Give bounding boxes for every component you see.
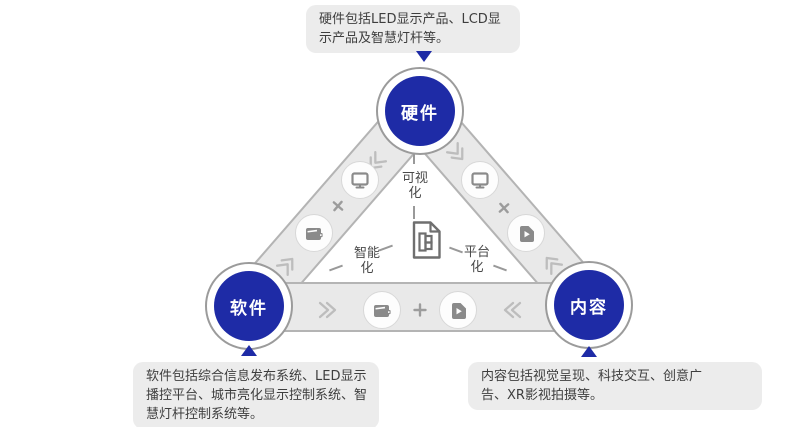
node-software-label: 软件 bbox=[214, 271, 284, 341]
dash-line bbox=[413, 206, 415, 219]
triangle-edge-software-content bbox=[239, 282, 599, 332]
node-content: 内容 bbox=[545, 261, 633, 349]
plus-icon bbox=[411, 301, 429, 319]
dash-line bbox=[413, 151, 415, 164]
node-software: 软件 bbox=[205, 262, 293, 350]
label-intelligence: 智能 化 bbox=[353, 246, 380, 276]
callout-software-line: 播控平台、城市亮化显示控制系统、智 bbox=[146, 388, 368, 403]
plus-icon bbox=[491, 195, 516, 220]
chevron-left-icon bbox=[501, 298, 525, 322]
callout-hardware-line: 硬件包括LED显示产品、LCD显 bbox=[319, 12, 501, 27]
monitor-icon bbox=[461, 161, 499, 199]
arrow-up-icon bbox=[581, 346, 597, 357]
document-blocks-icon bbox=[402, 217, 448, 263]
callout-software-line: 软件包括综合信息发布系统、LED显示 bbox=[146, 369, 367, 384]
chevron-right-icon bbox=[315, 298, 339, 322]
briefcase-icon bbox=[295, 214, 333, 252]
plus-icon bbox=[325, 193, 350, 218]
media-file-icon bbox=[439, 291, 477, 329]
node-hardware-label: 硬件 bbox=[385, 76, 455, 146]
chevron-up-left-icon bbox=[535, 247, 569, 281]
callout-content-line: 告、XR影视拍摄等。 bbox=[481, 388, 603, 403]
briefcase-icon bbox=[363, 291, 401, 329]
media-file-icon bbox=[507, 214, 545, 252]
monitor-icon bbox=[341, 161, 379, 199]
callout-software-line: 慧灯杆控制系统等。 bbox=[146, 407, 264, 422]
callout-software: 软件包括综合信息发布系统、LED显示 播控平台、城市亮化显示控制系统、智 慧灯杆… bbox=[133, 362, 379, 427]
node-hardware: 硬件 bbox=[376, 67, 464, 155]
dash-line bbox=[329, 264, 343, 272]
chevron-down-right-icon bbox=[440, 136, 474, 170]
callout-content-line: 内容包括视觉呈现、科技交互、创意广 bbox=[481, 369, 703, 384]
node-content-label: 内容 bbox=[554, 270, 624, 340]
arrow-up-icon bbox=[241, 345, 257, 356]
label-platform: 平台 化 bbox=[463, 245, 490, 275]
callout-hardware: 硬件包括LED显示产品、LCD显 示产品及智慧灯杆等。 bbox=[306, 5, 520, 53]
callout-hardware-line: 示产品及智慧灯杆等。 bbox=[319, 31, 450, 46]
arrow-down-icon bbox=[416, 51, 432, 62]
label-visualization: 可视 化 bbox=[401, 171, 428, 201]
chevron-up-right-icon bbox=[270, 248, 304, 282]
callout-content: 内容包括视觉呈现、科技交互、创意广 告、XR影视拍摄等。 bbox=[468, 362, 762, 410]
